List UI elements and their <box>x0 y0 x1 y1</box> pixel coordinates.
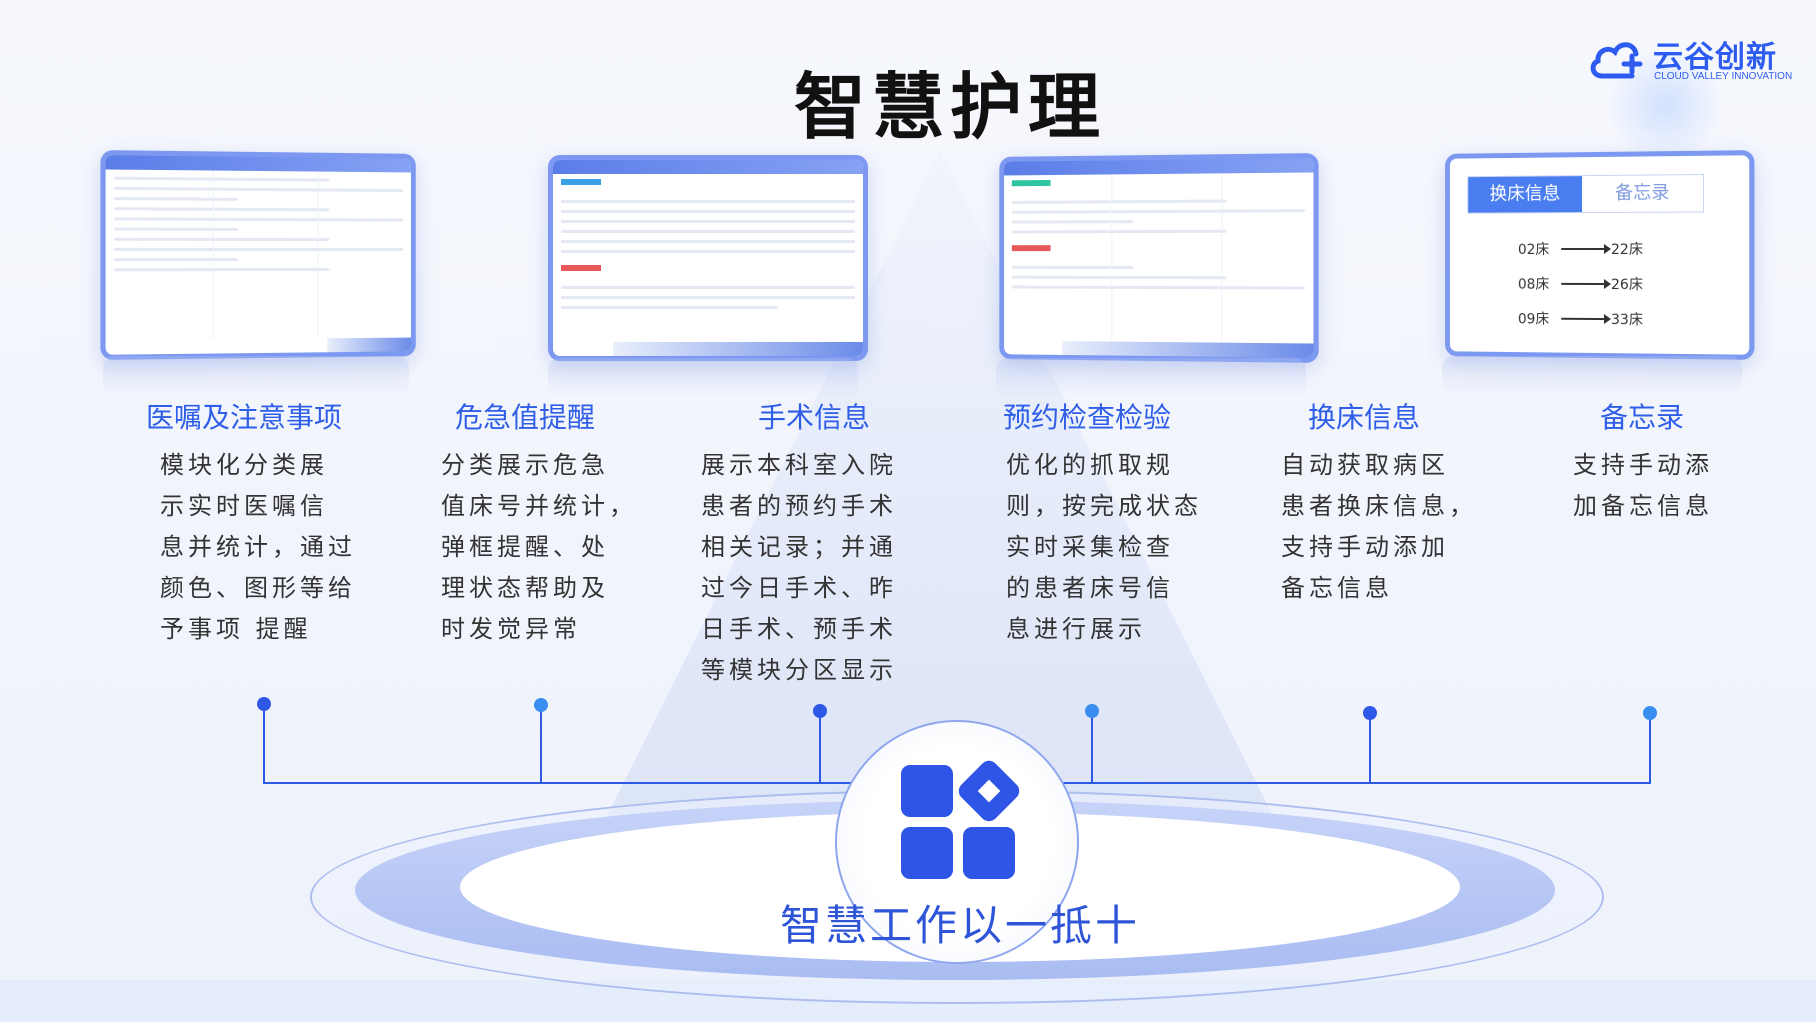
arrow-right-icon <box>1561 282 1607 286</box>
feature-title-exams: 预约检查检验 <box>1003 401 1172 434</box>
feature-title-memo: 备忘录 <box>1600 401 1685 434</box>
timeline-dot <box>1643 706 1657 720</box>
cloud-plus-icon <box>1590 42 1643 79</box>
timeline-left <box>263 782 873 784</box>
feature-title-bed-change: 换床信息 <box>1308 401 1421 434</box>
brand-subtitle: CLOUD VALLEY INNOVATION <box>1654 71 1793 82</box>
core-circle <box>835 720 1079 964</box>
logo-glow <box>1610 50 1720 160</box>
timeline-dot <box>257 697 271 711</box>
feature-desc-orders: 模块化分类展 示实时医嘱信 息并统计，通过 颜色、图形等给 予事项 提醒 <box>160 451 356 643</box>
reflection <box>1442 356 1742 396</box>
card-tabs: 换床信息 备忘录 <box>1467 174 1705 214</box>
timeline-dot <box>813 704 827 718</box>
arrow-right-icon <box>1561 247 1607 251</box>
brand-logo: 云谷创新 CLOUD VALLEY INNOVATION <box>1588 32 1792 88</box>
connector <box>819 712 821 784</box>
timeline-right <box>1040 782 1651 784</box>
reflection <box>548 358 858 398</box>
feature-desc-bed-change: 自动获取病区 患者换床信息， 支持手动添加 备忘信息 <box>1281 451 1477 602</box>
screenshot-orders <box>100 150 416 360</box>
feature-title-surgery: 手术信息 <box>758 401 871 434</box>
feature-desc-exams: 优化的抓取规 则，按完成状态 实时采集检查 的患者床号信 息进行展示 <box>1006 451 1202 643</box>
brand-name: 云谷创新 <box>1653 40 1777 75</box>
connector <box>1649 714 1651 784</box>
tab-memo[interactable]: 备忘录 <box>1582 175 1704 213</box>
app-grid-icon <box>901 760 1020 879</box>
feature-desc-surgery: 展示本科室入院 患者的预约手术 相关记录；并通 过今日手术、昨 日手术、预手术 … <box>701 451 897 684</box>
tab-bed-change[interactable]: 换床信息 <box>1468 176 1583 213</box>
timeline-dot <box>1085 704 1099 718</box>
connector <box>540 706 542 784</box>
feature-desc-critical: 分类展示危急 值床号并统计， 弹框提醒、处 理状态帮助及 时发觉异常 <box>441 451 637 643</box>
feature-desc-memo: 支持手动添 加备忘信息 <box>1573 451 1713 520</box>
arrow-right-icon <box>1561 317 1607 321</box>
feature-title-critical: 危急值提醒 <box>455 401 596 434</box>
reflection <box>103 356 409 396</box>
connector <box>1369 714 1371 784</box>
feature-title-orders: 医嘱及注意事项 <box>146 401 343 434</box>
reflection <box>996 358 1306 398</box>
screenshot-exams <box>999 153 1319 363</box>
page-title: 智慧护理 <box>793 65 1106 149</box>
core-label: 智慧工作以一抵十 <box>780 901 1141 950</box>
timeline-dot <box>534 698 548 712</box>
connector <box>1091 712 1093 784</box>
timeline-dot <box>1363 706 1377 720</box>
connector <box>263 704 265 784</box>
screenshot-critical-values <box>548 155 868 361</box>
